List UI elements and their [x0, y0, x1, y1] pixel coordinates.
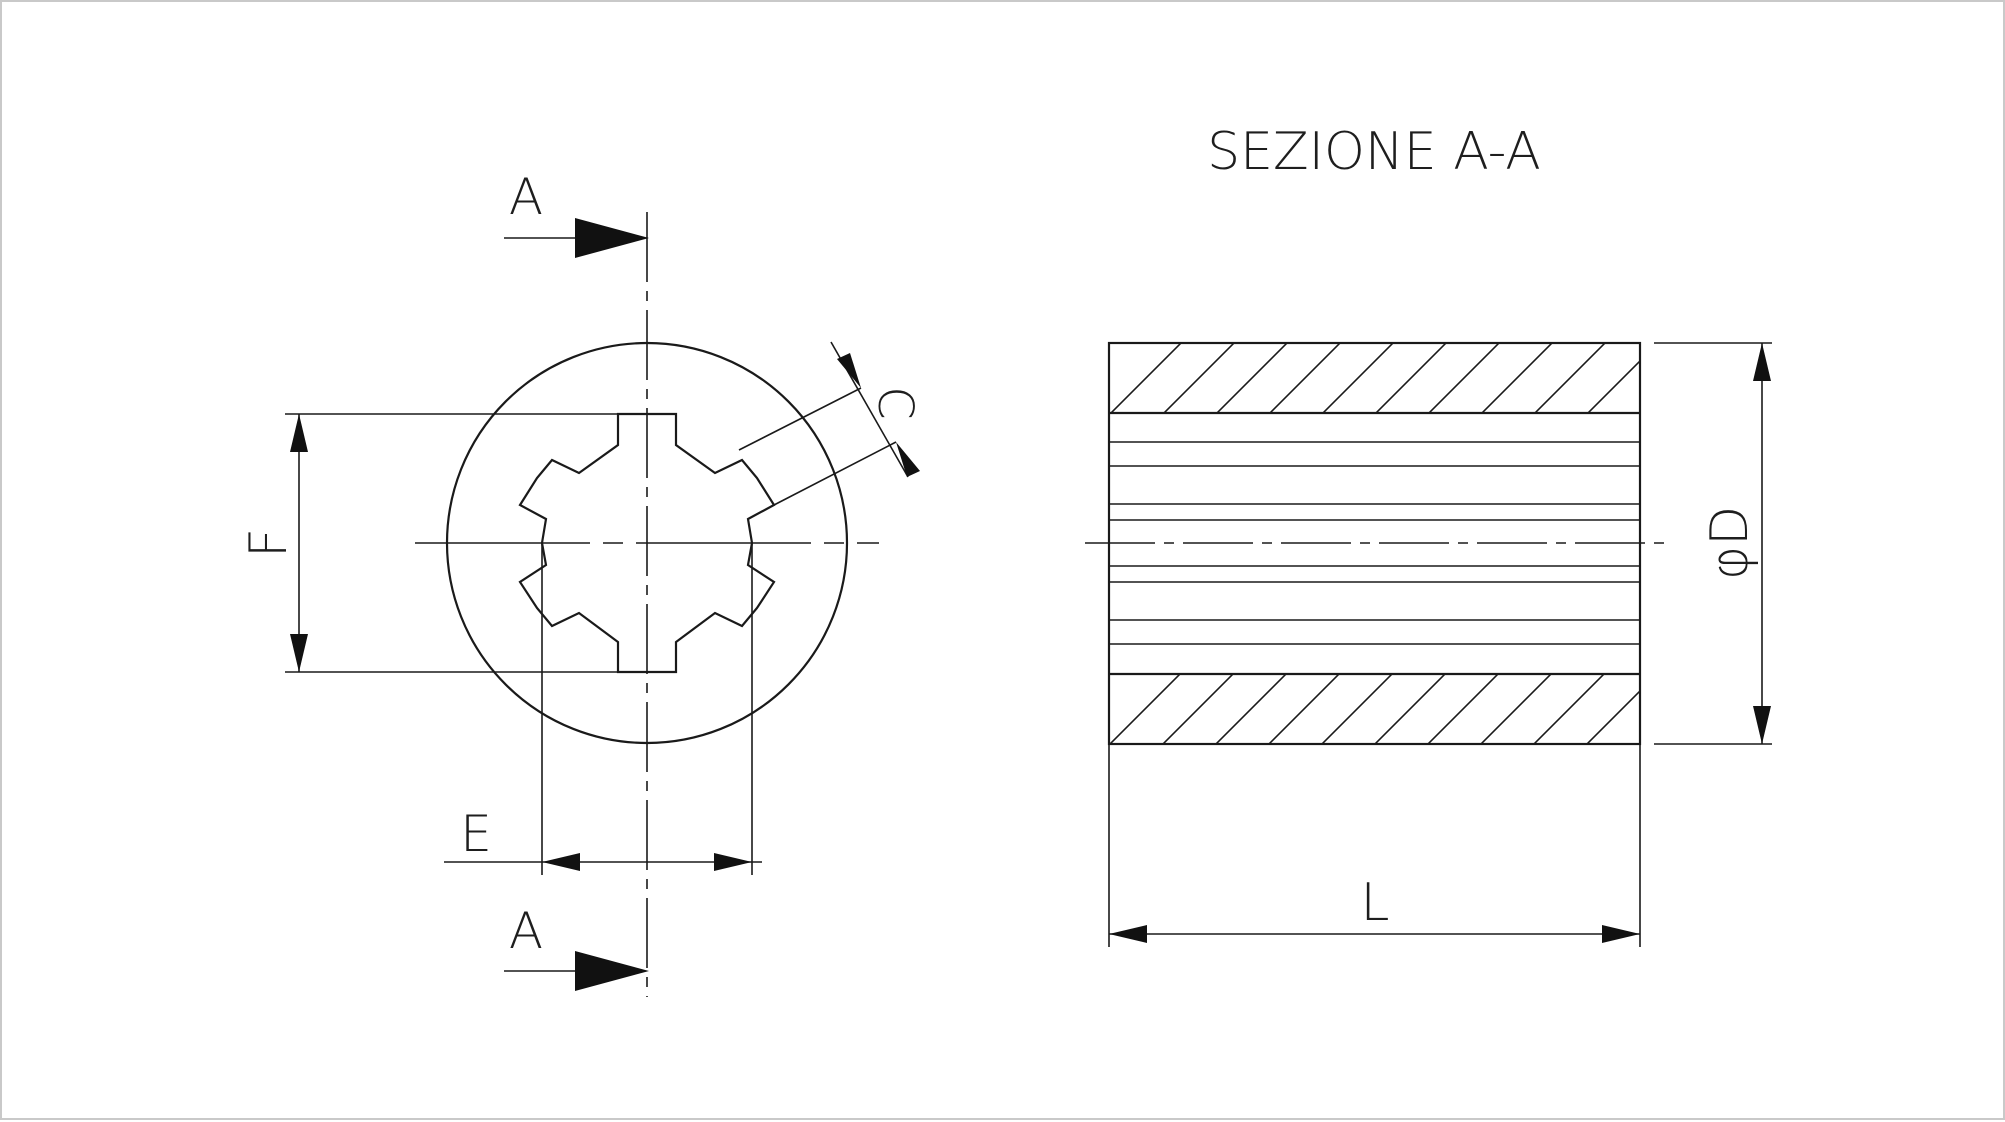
dimension-c-label: C — [867, 386, 923, 420]
hatch-top — [1109, 343, 1640, 413]
dimension-l: L — [1108, 744, 1641, 947]
section-title: SEZIONE A-A — [1207, 122, 1541, 182]
dimension-f-label: F — [239, 528, 299, 558]
dimension-e: E — [444, 543, 762, 875]
section-mark-top: A — [504, 168, 649, 258]
dimension-f: F — [239, 413, 618, 673]
dimension-d: φD — [1654, 342, 1772, 745]
section-mark-bottom: A — [504, 902, 649, 991]
spline-profile — [518, 412, 776, 674]
section-view: SEZIONE A-A — [1085, 122, 1772, 947]
section-mark-bottom-label: A — [509, 902, 543, 960]
dimension-e-label: E — [460, 805, 492, 863]
hatch-bottom — [1109, 674, 1640, 744]
bore-lines — [1109, 411, 1640, 676]
section-mark-top-label: A — [509, 168, 543, 226]
dimension-l-label: L — [1361, 873, 1390, 933]
front-view: F E C A A — [239, 168, 923, 997]
dimension-d-label: φD — [1700, 506, 1760, 580]
dimension-c: C — [738, 341, 923, 506]
